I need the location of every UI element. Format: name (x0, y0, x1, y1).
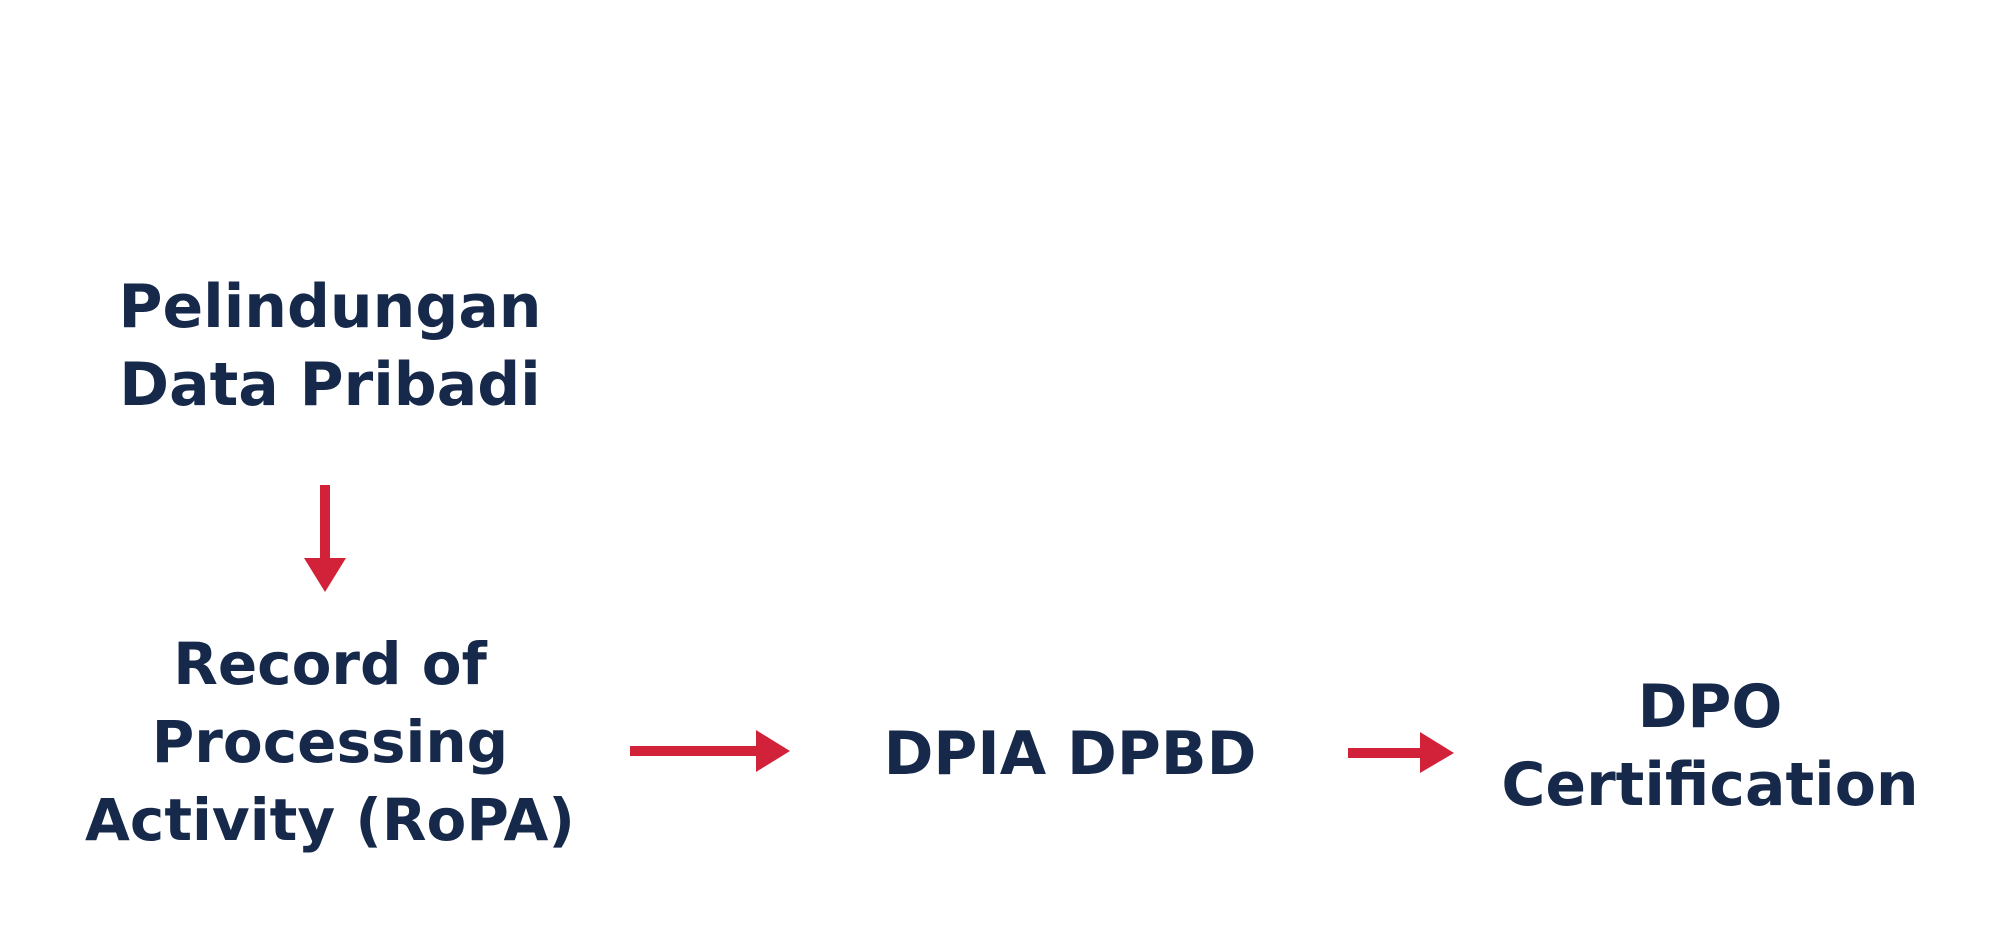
arrow-down-pdp-to-ropa (304, 485, 346, 592)
node-record-of-processing-activity: Record of Processing Activity (RoPA) (40, 625, 620, 859)
node-dpo-line-2: Certification (1501, 750, 1919, 820)
node-pdp-line-1: Pelindungan (118, 272, 542, 342)
node-dpo-certification: DPO Certification (1470, 668, 1950, 824)
node-ropa-line-2: Processing (151, 708, 509, 776)
node-ropa-line-3: Activity (RoPA) (85, 786, 575, 854)
node-pelindungan-data-pribadi: Pelindungan Data Pribadi (80, 268, 580, 424)
arrow-right-ropa-to-dpia (630, 730, 790, 772)
node-pdp-line-2: Data Pribadi (119, 350, 541, 420)
node-dpo-line-1: DPO (1637, 672, 1783, 742)
node-dpia-dpbd: DPIA DPBD (800, 715, 1340, 793)
node-dpia-line-1: DPIA DPBD (883, 719, 1257, 789)
node-ropa-line-1: Record of (173, 630, 487, 698)
arrow-right-dpia-to-dpo (1348, 732, 1454, 773)
